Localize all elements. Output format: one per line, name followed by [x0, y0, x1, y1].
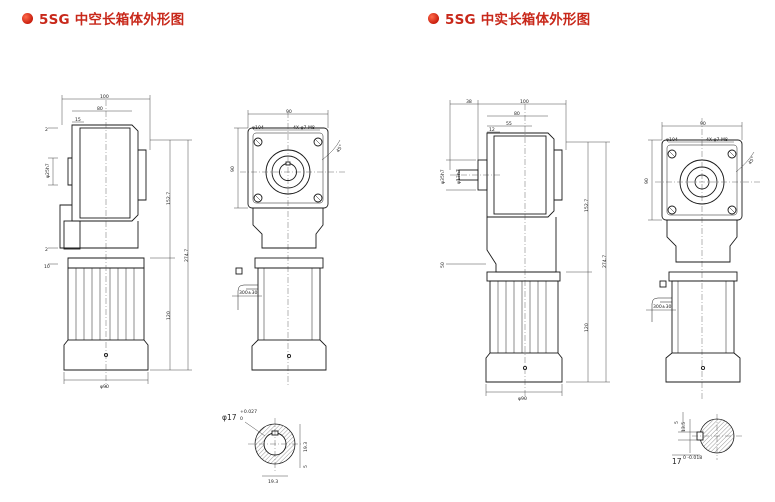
dim-right-total: 274.7: [184, 249, 190, 262]
solid-section-key-height: 13.5: [681, 422, 687, 432]
solid-dim-top-small: 12: [489, 127, 495, 133]
solid-dim-right-motor: 120: [584, 323, 590, 332]
dim-front-top: 90: [286, 109, 292, 115]
section-key-depth: 19.3: [303, 442, 309, 452]
dim-right-mid: 152.7: [166, 192, 172, 205]
hollow-front-view: 90 φ104 4X φ7 M8 90 45° 300±30: [230, 109, 345, 385]
hollow-side-view: 100 80 15 2 φ25h7 2 10 152.7 274.7 120 φ…: [44, 94, 192, 390]
solid-front-cable: 300±30: [653, 304, 672, 310]
solid-front-angle: 45°: [747, 156, 756, 166]
section-bore: φ17: [222, 413, 237, 422]
solid-dim-top-inner: 80: [514, 111, 520, 117]
dim-front-pcd: φ104: [252, 125, 264, 131]
heading-solid: 5SG 中实长箱体外形图: [428, 8, 590, 28]
heading-solid-title: 5SG 中实长箱体外形图: [445, 12, 591, 28]
solid-dim-top-left: 38: [466, 99, 472, 105]
hollow-section-view: φ17 +0.027 0 19.3 5 19.3: [222, 409, 309, 485]
solid-front-view: 90 φ104 4X φ7 M8 90 45° 300±30: [644, 118, 760, 400]
bullet-icon: [22, 12, 33, 24]
solid-dim-left-shaft: φ17h7: [456, 169, 462, 184]
dim-bottom-dia: φ90: [100, 384, 109, 390]
solid-front-pcd: φ104: [666, 137, 678, 143]
dim-left-bottom-two: 2: [45, 247, 48, 253]
solid-dim-top-total: 100: [520, 99, 529, 105]
dim-top-inner: 80: [97, 106, 103, 112]
section-tol-upper: +0.027: [240, 409, 257, 415]
solid-dim-right-mid: 152.7: [584, 199, 590, 212]
dim-front-left: 90: [230, 166, 236, 172]
solid-section-view: 5 13.5 17 0 -0.018: [672, 412, 742, 466]
solid-front-left: 90: [644, 178, 650, 184]
solid-dim-right-total: 274.7: [602, 255, 608, 268]
solid-side-view: 38 100 80 55 12 φ17h7 φ35h7 50 152.7 274…: [440, 99, 610, 402]
solid-dim-left-flange: φ35h7: [440, 169, 446, 184]
section-key-width: 5: [303, 465, 309, 468]
solid-front-holes: 4X φ7 M8: [706, 137, 728, 143]
solid-section-shaft: 17: [672, 457, 682, 466]
dim-left-two: 2: [45, 127, 48, 133]
solid-section-key-width: 5: [674, 421, 680, 424]
dim-front-holes: 4X φ7 M8: [293, 125, 315, 131]
dim-left-bore: φ25h7: [45, 163, 51, 178]
section-bottom: 19.3: [268, 479, 278, 485]
dim-front-cable: 300±30: [239, 290, 258, 296]
solid-section-shaft-tol: 0 -0.018: [683, 455, 702, 461]
section-tol-lower: 0: [240, 416, 243, 422]
heading-hollow: 5SG 中空长箱体外形图: [22, 8, 184, 28]
dim-top-total: 100: [100, 94, 109, 100]
solid-front-top: 90: [700, 121, 706, 127]
heading-hollow-title: 5SG 中空长箱体外形图: [39, 12, 185, 28]
dim-front-angle: 45°: [335, 144, 344, 154]
dim-right-motor: 120: [166, 311, 172, 320]
solid-dim-top-mid: 55: [506, 121, 512, 127]
bullet-icon: [428, 12, 439, 24]
dim-left-ten: 10: [44, 264, 50, 270]
solid-dim-bottom-dia: φ90: [518, 396, 527, 402]
solid-dim-left-fifty: 50: [440, 262, 446, 268]
dim-top-small: 15: [75, 117, 81, 123]
